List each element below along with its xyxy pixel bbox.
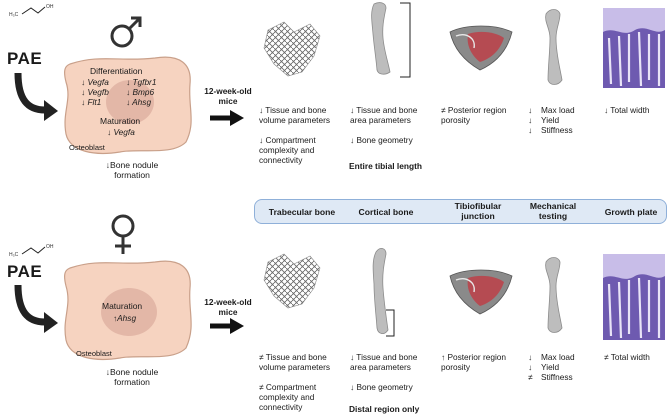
pae-structure-female (21, 246, 46, 255)
mechanical-arrows: ↓↓↓ (528, 105, 533, 135)
growth-plate-results-female: ≠ Total width (604, 352, 650, 362)
tibiofibular-image-female (449, 269, 513, 315)
pae-structure-male (21, 6, 46, 15)
maturation-title: Maturation (100, 116, 141, 126)
differentiation-title: Differentiation (90, 66, 143, 76)
formula-left-female: H₃C (9, 252, 19, 258)
maturation-title-female: Maturation (102, 301, 143, 311)
femur-bone-image-female (545, 257, 563, 333)
diff-genes-right: ↓ Tgfbr1 ↓ Bmp6 ↓ Ahsg (126, 77, 157, 107)
osteoblast-cell-male (64, 56, 192, 155)
right-arrow-icon (210, 318, 244, 334)
male-symbol-icon (110, 16, 142, 48)
age-label: 12-week-old mice (204, 86, 252, 106)
legend-trabecular: Trabecular bone (268, 207, 336, 217)
maturation-genes-female: ↑Ahsg (113, 313, 137, 323)
female-symbol-icon (111, 214, 135, 254)
cortical-note-female: Distal region only (349, 404, 420, 414)
legend-growth-plate: Growth plate (604, 207, 658, 217)
growth-plate-results: ↓ Total width (604, 105, 650, 115)
curved-arrow-icon (14, 72, 58, 121)
cell-label: Osteoblast (69, 143, 105, 152)
tibia-bone-image-female (372, 248, 395, 337)
nodule-text: ↓Bone nodule formation (105, 160, 159, 180)
maturation-genes: ↓ Vegfa (107, 127, 135, 137)
curved-arrow-icon (14, 284, 58, 333)
trabecular-bone-image-female (263, 253, 321, 309)
compound-name: PAE (7, 49, 43, 68)
growth-plate-image (603, 8, 665, 88)
tibia-bone-image (371, 2, 411, 78)
osteoblast-cell-female (64, 260, 192, 361)
diff-genes-left: ↓ Vegfa ↓ Vegfb ↓ Flt1 (81, 77, 109, 107)
formula-right-female: OH (46, 244, 54, 250)
legend-bar (254, 199, 667, 224)
trabecular-bone-image (263, 21, 321, 77)
right-arrow-icon (210, 110, 244, 126)
legend-cortical: Cortical bone (358, 207, 414, 217)
cell-label-female: Osteoblast (76, 349, 112, 358)
tibiofibular-image (449, 25, 513, 71)
nodule-text-female: ↓Bone nodule formation (105, 367, 159, 387)
femur-bone-image (545, 9, 563, 85)
cortical-note: Entire tibial length (349, 161, 423, 171)
age-label-female: 12-week-old mice (204, 297, 252, 317)
mechanical-arrows-female: ↓↓≠ (528, 352, 533, 382)
formula-right: OH (46, 4, 54, 10)
growth-plate-image-female (603, 254, 665, 340)
compound-name-female: PAE (7, 262, 43, 281)
formula-left: H₃C (9, 12, 19, 18)
